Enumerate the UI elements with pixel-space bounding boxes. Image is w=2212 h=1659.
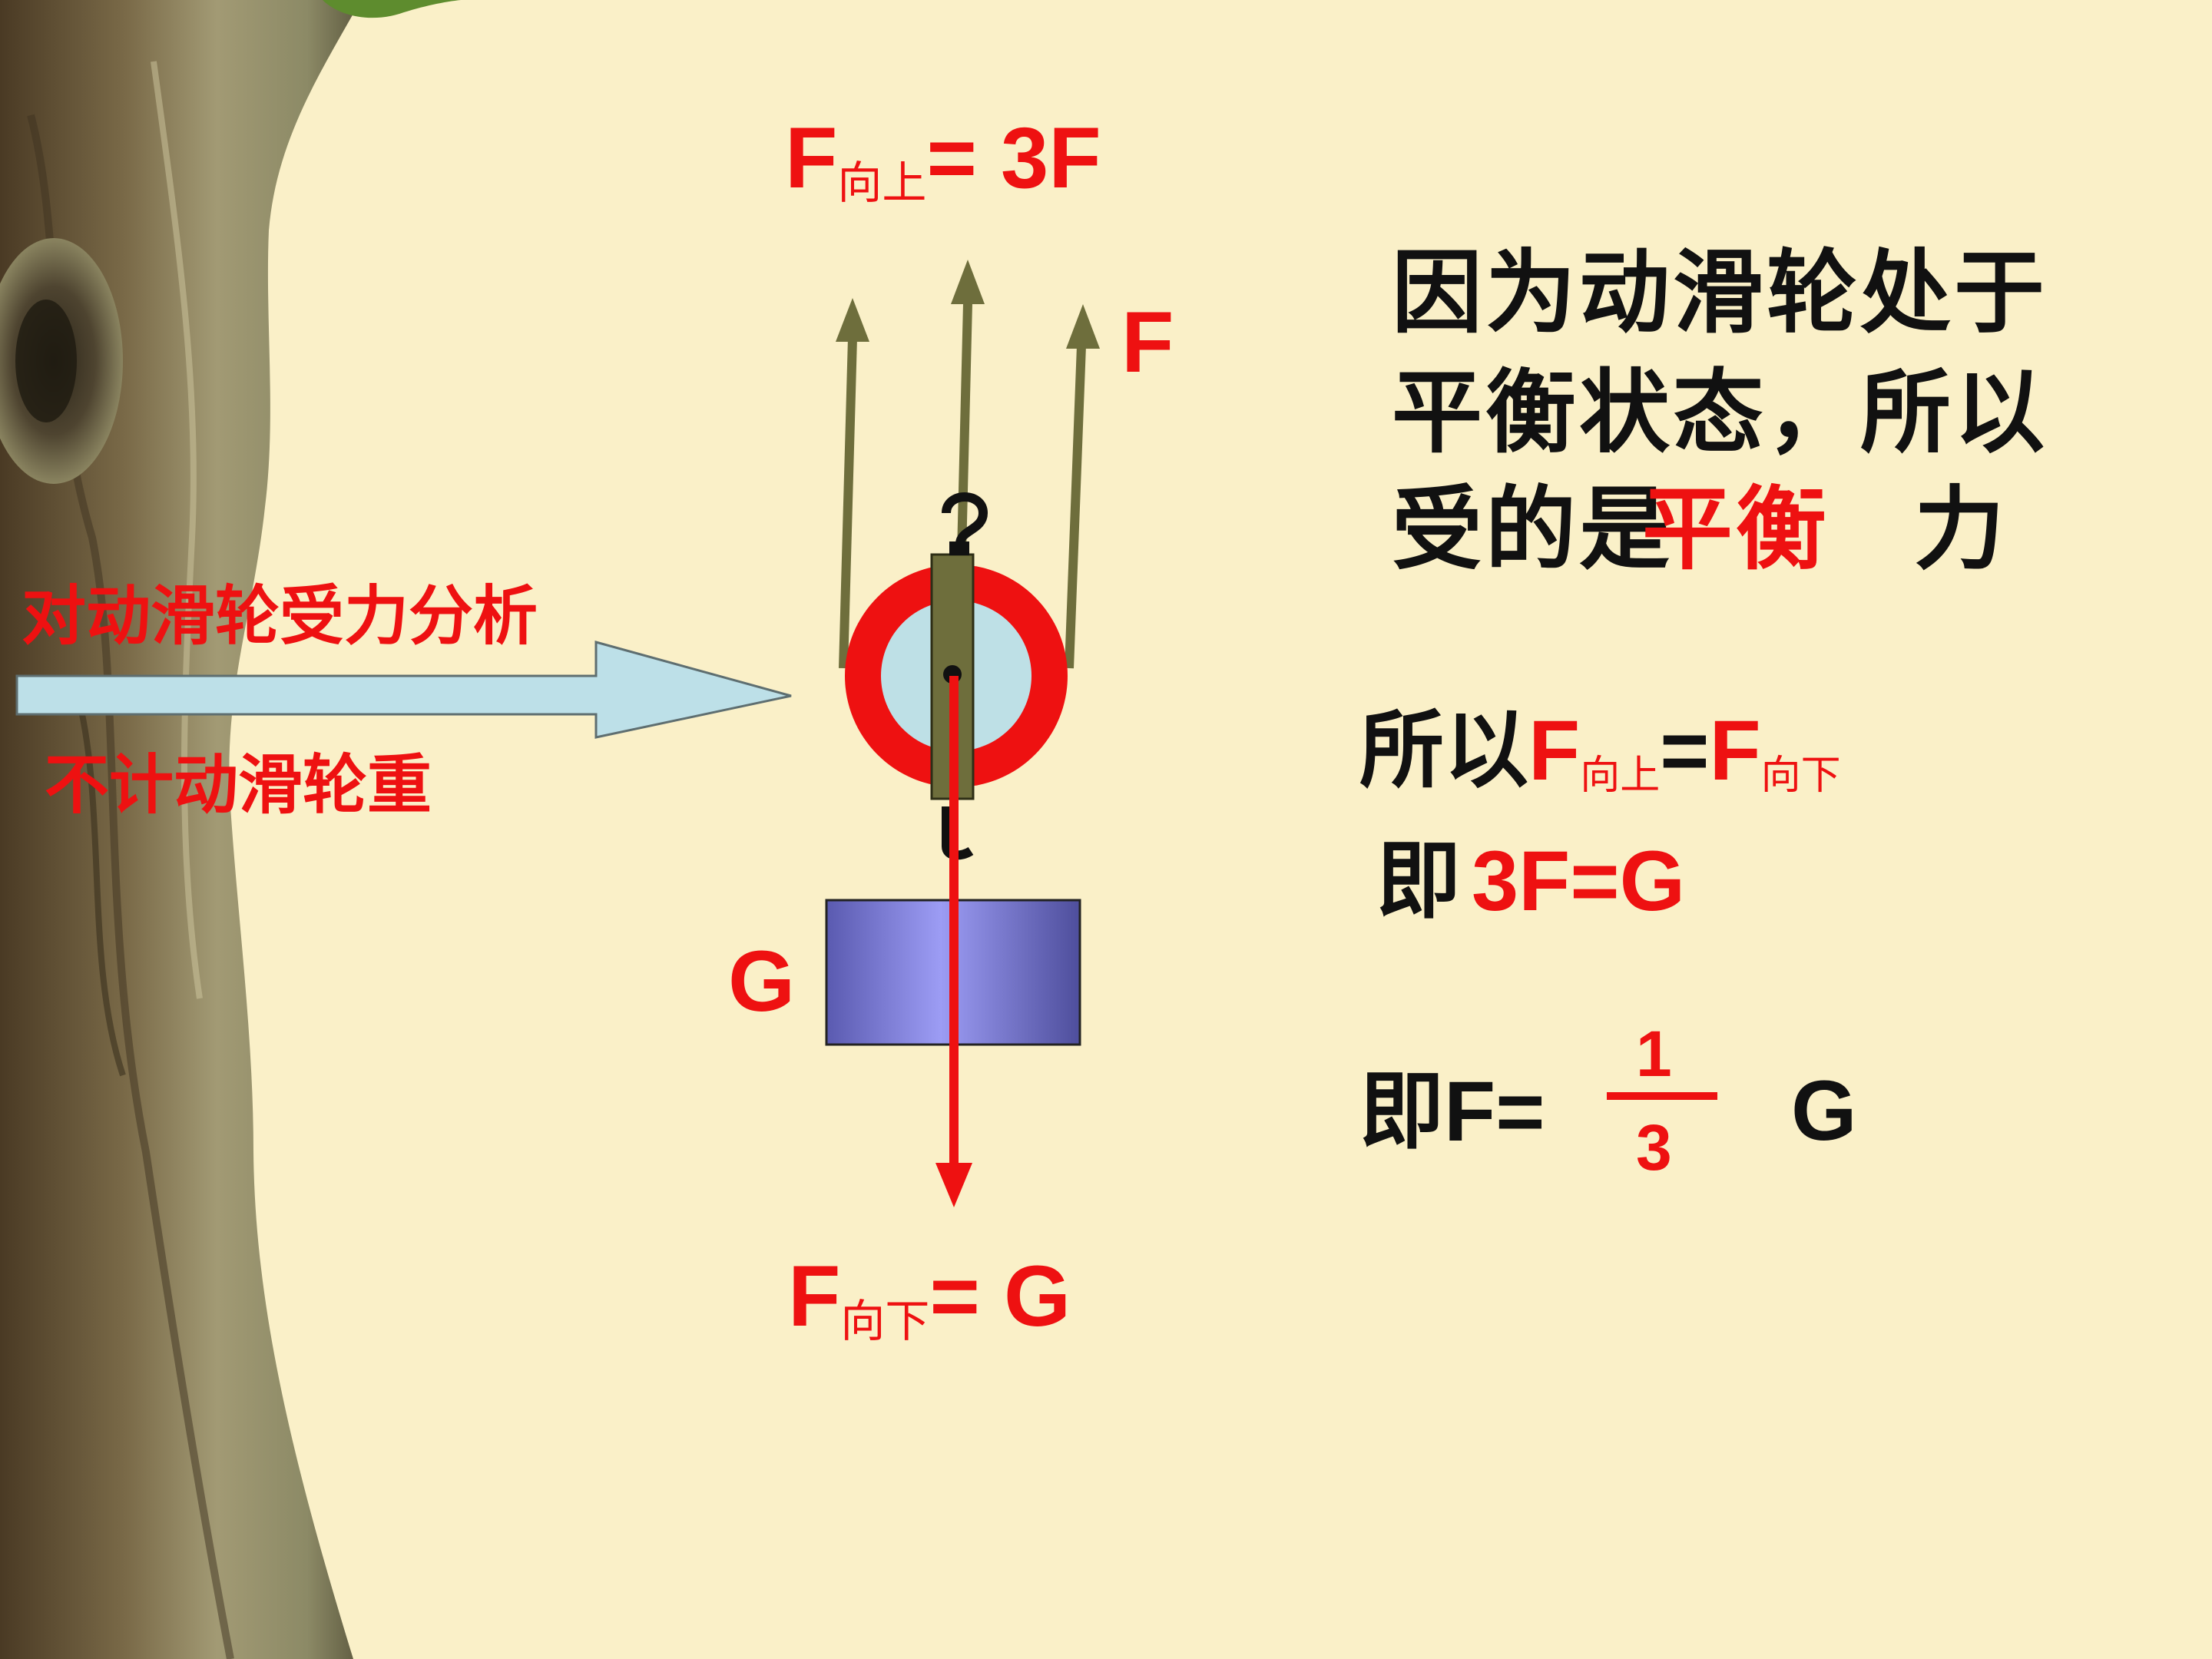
equation-1-equals: = [1660,704,1710,798]
equation-3-prefix: 即 [1359,1061,1444,1161]
top-hook [942,492,988,545]
weight-label: G [728,933,796,1029]
equation-2-formula: 3F=G [1472,834,1686,929]
rope-center-arrowhead [951,260,985,304]
fraction-bar [1607,1092,1717,1100]
equation-1-sub-up: 向上 [1580,753,1661,799]
equation-1-prefix: 所以 [1359,700,1528,800]
explanation-line-3-suffix: 力 [1914,475,2008,582]
down-force-value: = G [929,1248,1071,1344]
explanation-line-2: 平衡状态，所以 [1392,359,2048,465]
fraction-numerator: 1 [1636,1018,1672,1090]
equation-1-F-down: F [1709,704,1761,798]
explanation-line-3-prefix: 受的是 [1392,475,1674,582]
rope-right-arrowhead [1066,304,1100,349]
up-force-symbol: F [785,110,838,206]
analysis-label: 对动滑轮受力分析 [22,578,538,654]
down-force-subscript: 向下 [840,1295,930,1347]
explanation-line-3: 受的是平衡力 [1392,484,2008,575]
ignore-pulley-weight-label: 不计动滑轮重 [45,747,432,823]
equation-2-prefix: 即 [1376,831,1461,930]
up-force-value: = 3F [926,110,1101,206]
equation-1-F-up: F [1528,704,1581,798]
analysis-arrow [15,641,792,739]
down-force-arrowhead [935,1163,972,1207]
equation-3-lhs: F= [1444,1065,1545,1159]
equation-3: 即F= [1359,1069,1545,1154]
tree-leaves [323,0,461,18]
balanced-highlight: 平衡 [1642,475,1830,582]
fraction-denominator: 3 [1636,1111,1672,1184]
explanation-line-1: 因为动滑轮处于 [1392,239,2048,346]
rope-left-arrowhead [836,298,869,342]
rope-force-label: F [1121,294,1174,390]
equation-1: 所以F向上=F向下 [1359,708,1841,796]
equation-1-sub-down: 向下 [1760,753,1841,799]
down-force-label: F向下= G [788,1253,1071,1344]
rope-left-arrow [839,337,857,669]
rope-center-arrow [957,303,972,554]
up-force-subscript: 向上 [837,157,927,209]
equation-3-rhs: G [1791,1064,1857,1158]
up-force-label: F向上= 3F [785,115,1101,206]
down-force-symbol: F [788,1248,841,1344]
rope-right-arrow [1065,345,1086,669]
